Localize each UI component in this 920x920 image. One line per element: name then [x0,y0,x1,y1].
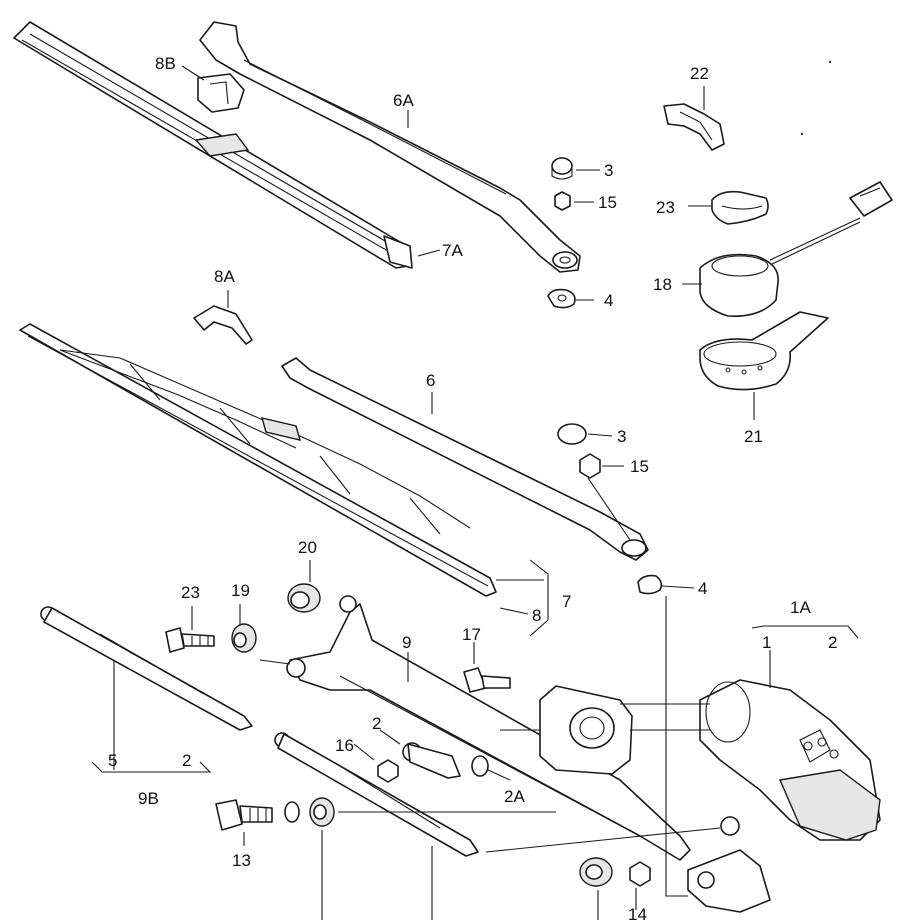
callout-13: 13 [232,851,251,870]
callout-1A: 1A [790,598,811,617]
washers-13 [284,797,335,827]
leader-lines [91,65,859,920]
callout-5: 5 [108,751,117,770]
cover-18 [699,181,893,317]
callout-6: 6 [426,371,435,390]
callout-21: 21 [744,427,763,446]
cap-3-lower [557,423,587,445]
speckle-dot [800,132,804,136]
callout-15-upper: 15 [598,193,617,212]
nut-14 [629,861,651,887]
wiper-blade-7A [13,21,413,269]
callout-8A: 8A [214,267,235,286]
bolt-13 [215,799,273,831]
callout-4-lower: 4 [698,579,707,598]
wiper-arm-6A [199,21,581,273]
callout-23-lower: 23 [181,583,200,602]
callout-7: 7 [562,592,571,611]
washer-4-lower [637,574,663,595]
speckle-dot [828,60,832,64]
bolt-17 [463,667,511,693]
nut-15-upper [554,191,571,211]
link-rod-5 [40,606,253,731]
bracket-22 [663,103,725,151]
pivot-bracket [687,816,771,913]
callout-labels: 8B 6A 22 3 15 23 7A 18 8A 4 6 21 3 15 20… [108,54,837,920]
callout-14: 14 [628,905,647,920]
callout-3-lower: 3 [617,427,626,446]
cap-3-upper [551,157,573,180]
washer-4-upper [547,288,576,309]
callout-20: 20 [298,538,317,557]
callout-22: 22 [690,64,709,83]
bushing-20 [287,583,321,613]
callout-19: 19 [231,581,250,600]
callout-15-lower: 15 [630,457,649,476]
callout-2-link: 2 [182,751,191,770]
clip-8B [197,73,245,113]
callout-6A: 6A [393,91,414,110]
callout-7A: 7A [442,241,463,260]
callout-4-upper: 4 [604,291,613,310]
bolt-23 [165,627,215,653]
link-rod-10 [274,732,479,857]
washer-2A [471,755,489,777]
callout-1: 1 [762,633,771,652]
callout-8B: 8B [155,54,176,73]
callout-18: 18 [653,275,672,294]
crank-2 [402,742,461,779]
callout-3-upper: 3 [604,161,613,180]
callout-17: 17 [462,625,481,644]
callout-8: 8 [532,606,541,625]
clamp-23 [711,190,769,225]
motor-mount-plate [539,685,633,775]
wiper-arm-6 [281,357,649,561]
clip-8A [193,305,253,345]
callout-2A: 2A [504,787,525,806]
callout-23-upper: 23 [656,198,675,217]
wiper-motor-1 [699,679,881,841]
callout-16: 16 [335,736,354,755]
wiper-blade-7 [19,323,497,597]
callout-2-crank: 2 [372,714,381,733]
bushing-12 [579,857,613,887]
bushing-19 [231,623,257,653]
callout-9: 9 [402,633,411,652]
nut-16 [377,759,399,783]
housing-21 [699,311,829,391]
nut-15-lower [579,453,601,479]
frame-linkage-9 [286,595,691,861]
callout-2-motor: 2 [828,633,837,652]
callout-9B: 9B [138,789,159,808]
